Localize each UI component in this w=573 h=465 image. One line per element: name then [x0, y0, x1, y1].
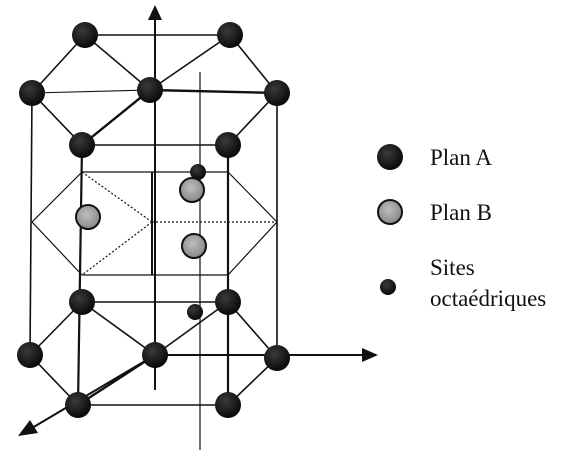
axes: [18, 5, 378, 450]
legend-label-octaedriques: octaédriques: [430, 286, 546, 311]
plan-a-atom: [215, 289, 241, 315]
plan-b-atoms: [75, 177, 207, 259]
plan-b-atom: [181, 233, 207, 259]
legend-label-plan-a: Plan A: [430, 145, 492, 170]
legend: Plan A Plan B Sites octaédriques: [377, 144, 546, 311]
octahedral-sites: [187, 164, 206, 320]
plan-a-atom: [215, 392, 241, 418]
octahedral-site-legend-marker: [380, 279, 396, 295]
octahedral-site: [187, 304, 203, 320]
plan-a-atom: [264, 80, 290, 106]
legend-item-octahedral-sites: Sites octaédriques: [380, 255, 546, 311]
legend-item-plan-a: Plan A: [377, 144, 492, 170]
plan-a-atom: [264, 345, 290, 371]
plan-a-atom: [215, 132, 241, 158]
plan-a-atom: [69, 289, 95, 315]
plan-a-atom: [72, 22, 98, 48]
octahedral-site: [190, 164, 206, 180]
plan-a-atom: [142, 342, 168, 368]
plan-a-legend-marker: [377, 144, 403, 170]
axis-x-arrowhead: [362, 348, 378, 362]
legend-item-plan-b: Plan B: [377, 199, 492, 225]
plan-b-legend-marker: [377, 199, 403, 225]
plan-a-atoms-bottom: [17, 289, 290, 418]
plan-a-atom: [69, 132, 95, 158]
plan-a-atom: [17, 342, 43, 368]
plan-a-atom: [217, 22, 243, 48]
plan-b-atom: [75, 204, 101, 230]
plan-a-atom: [19, 80, 45, 106]
axis-y-arrowhead: [18, 420, 38, 436]
plan-b-atom: [179, 177, 205, 203]
legend-label-plan-b: Plan B: [430, 200, 492, 225]
plan-a-atom: [137, 77, 163, 103]
legend-label-sites: Sites: [430, 255, 475, 280]
plan-a-atoms-top: [19, 22, 290, 158]
axis-z-arrowhead: [148, 5, 162, 20]
plan-a-atom: [65, 392, 91, 418]
